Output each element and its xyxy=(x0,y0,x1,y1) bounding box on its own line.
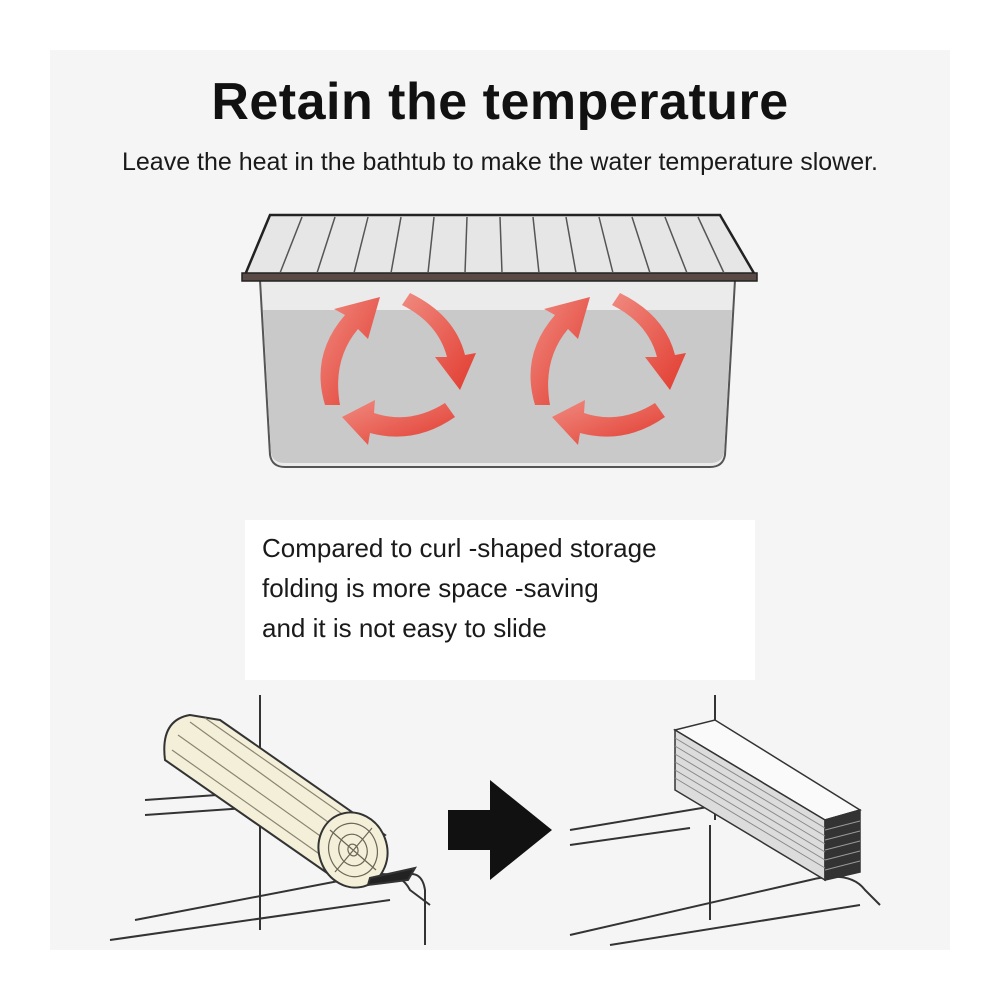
right-arrow-icon xyxy=(448,780,552,880)
rolled-cover xyxy=(163,713,418,889)
caption-line-3: and it is not easy to slide xyxy=(262,613,547,643)
caption-box xyxy=(245,520,755,680)
page-title: Retain the temperature xyxy=(211,73,789,131)
circular-arrows-icon xyxy=(530,293,686,445)
folding-cover xyxy=(241,213,758,282)
storage-comparison-illustration xyxy=(50,690,950,950)
circular-arrows-icon xyxy=(320,293,476,445)
caption-line-2: folding is more space -saving xyxy=(262,573,599,603)
bathtub-illustration xyxy=(241,213,758,468)
folded-cover-stack xyxy=(673,719,862,882)
page-subtitle: Leave the heat in the bathtub to make th… xyxy=(121,148,879,176)
caption-line-1: Compared to curl -shaped storage xyxy=(262,533,657,563)
